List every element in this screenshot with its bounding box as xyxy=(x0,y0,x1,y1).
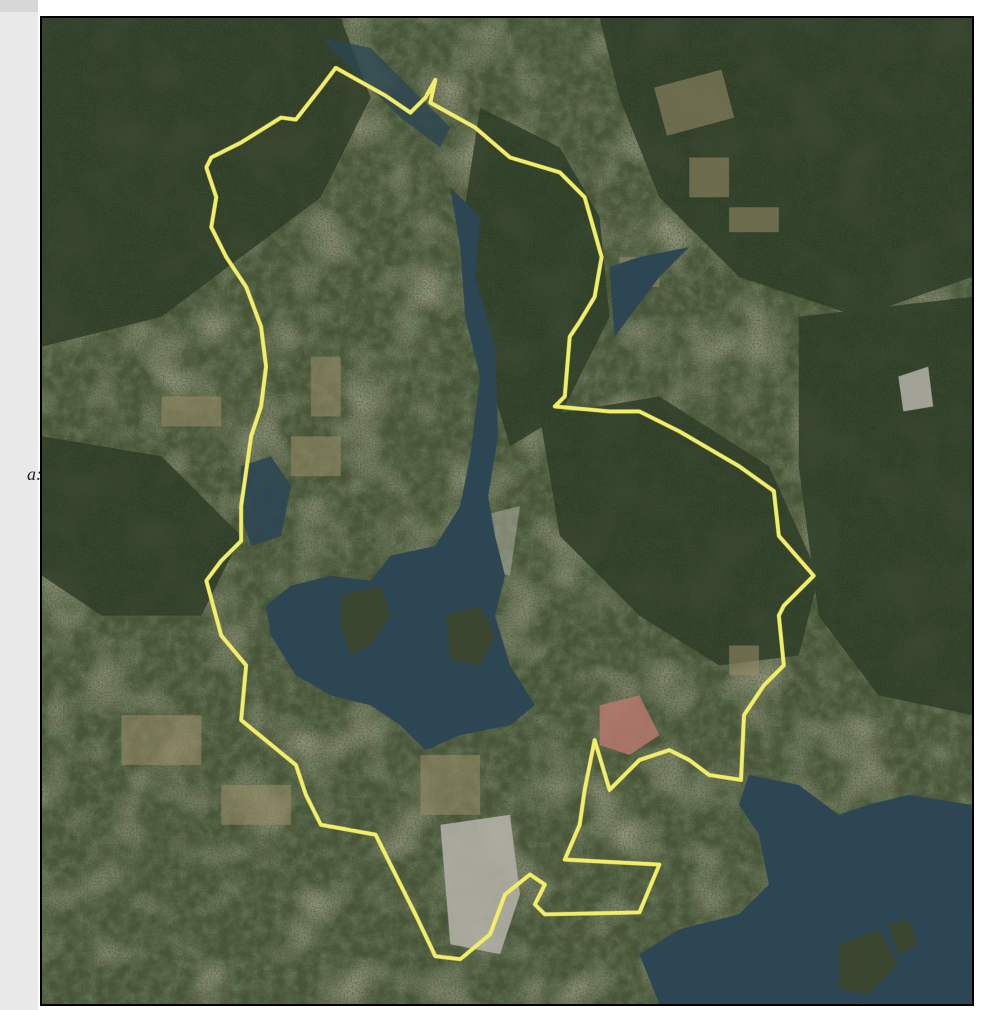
islands xyxy=(340,585,919,995)
side-panel: a: xyxy=(0,0,41,1010)
panel-tab[interactable] xyxy=(0,0,38,12)
map-frame[interactable] xyxy=(40,16,974,1006)
side-panel-label: a: xyxy=(27,464,41,484)
satellite-map[interactable] xyxy=(42,18,972,1004)
study-area-boundary xyxy=(204,65,816,962)
